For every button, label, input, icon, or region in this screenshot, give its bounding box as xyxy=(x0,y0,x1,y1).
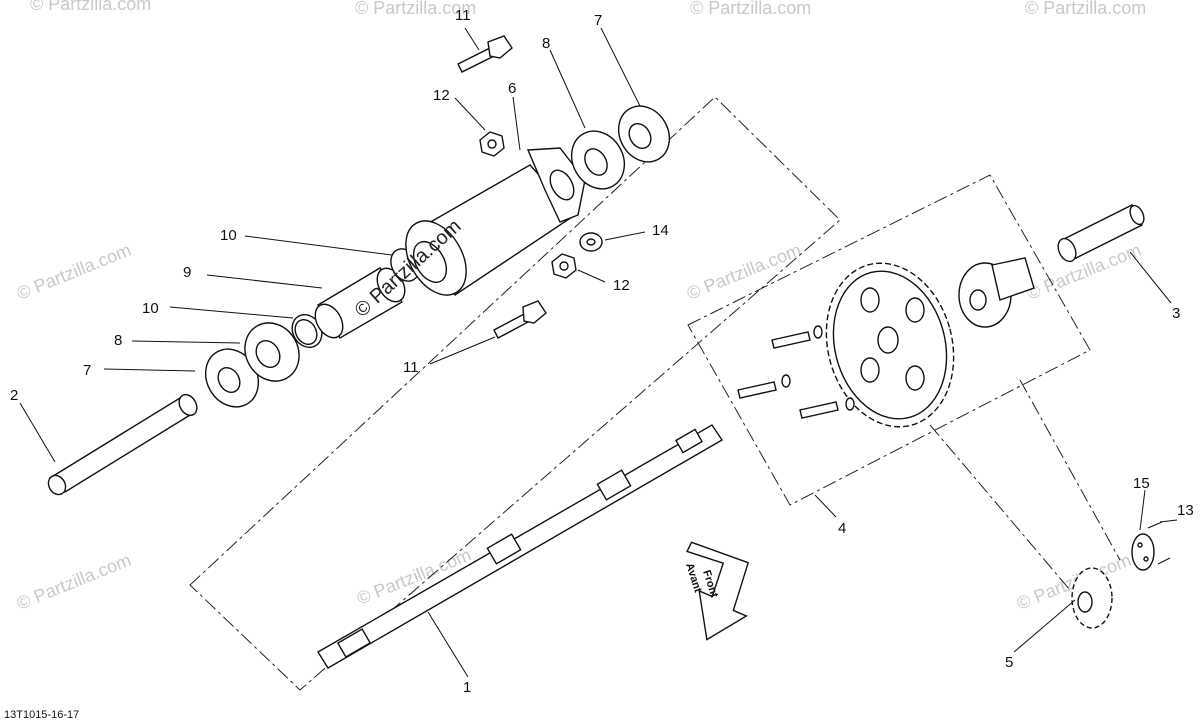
bearing-part-7-lower xyxy=(204,348,260,408)
callout-2: 2 xyxy=(10,387,18,404)
plate-part-15 xyxy=(1131,533,1155,571)
bolt-part-11-lower xyxy=(493,300,547,339)
sprocket-assembly-outline xyxy=(687,174,1091,506)
callout-7-upper: 7 xyxy=(594,12,602,29)
nut-part-12-lower xyxy=(551,253,577,279)
watermark: © Partzilla.com xyxy=(684,240,804,304)
housing-part-6 xyxy=(405,147,586,297)
watermark: © Partzilla.com xyxy=(14,240,134,304)
gear-bolts xyxy=(737,325,855,419)
callout-11-lower: 11 xyxy=(403,359,419,376)
avant-label: Avant xyxy=(683,562,704,595)
bearing-part-7-upper xyxy=(617,105,671,163)
diagram-reference-code: 13T1015-16-17 xyxy=(4,709,79,721)
assembly-outlines xyxy=(189,96,1121,691)
pin-part-3 xyxy=(1057,204,1145,263)
callout-1: 1 xyxy=(463,679,471,696)
callout-10-upper: 10 xyxy=(220,227,237,244)
callout-3: 3 xyxy=(1172,305,1180,322)
watermark: © Partzilla.com xyxy=(14,550,134,614)
callout-15: 15 xyxy=(1133,475,1150,492)
gear-part-4 xyxy=(825,262,955,428)
gear-to-sprocket-axis xyxy=(929,424,1071,591)
bolt-part-11-upper xyxy=(457,35,513,73)
watermark: © Partzilla.com xyxy=(1025,0,1146,18)
callout-11-upper: 11 xyxy=(455,7,471,24)
shaft-assembly-outline xyxy=(189,96,841,691)
shaft-part-1 xyxy=(317,424,723,669)
callout-12-upper: 12 xyxy=(433,87,450,104)
washer-part-14 xyxy=(579,232,603,252)
callout-8-lower: 8 xyxy=(114,332,122,349)
callout-5: 5 xyxy=(1005,654,1013,671)
gear-to-sprocket-axis xyxy=(1019,379,1121,561)
callout-7-lower: 7 xyxy=(83,362,91,379)
nut-part-12-upper xyxy=(479,131,505,157)
callout-8-upper: 8 xyxy=(542,35,550,52)
watermark: © Partzilla.com xyxy=(690,0,811,18)
screws-part-13 xyxy=(1147,521,1171,565)
callout-4: 4 xyxy=(838,520,846,537)
seal-part-8-upper xyxy=(570,130,626,190)
callout-6: 6 xyxy=(508,80,516,97)
callout-13: 13 xyxy=(1177,502,1194,519)
callout-9: 9 xyxy=(183,264,191,281)
hub xyxy=(958,257,1035,328)
sprocket-part-5 xyxy=(1071,567,1113,629)
watermark: © Partzilla.com xyxy=(355,0,476,18)
callout-14: 14 xyxy=(652,222,669,239)
pin-part-2 xyxy=(47,393,198,496)
front-direction-arrow: Front Avant xyxy=(683,541,750,641)
seal-part-8-lower xyxy=(244,322,300,382)
callout-12-lower: 12 xyxy=(613,277,630,294)
ring-part-10-lower xyxy=(291,313,323,349)
watermark: © Partzilla.com xyxy=(30,0,151,14)
callouts: 1 2 3 4 5 6 7 7 8 8 9 10 10 11 11 12 12 … xyxy=(10,7,1194,696)
leader-lines xyxy=(19,27,1178,678)
callout-10-lower: 10 xyxy=(142,300,159,317)
sleeve-part-9 xyxy=(314,267,406,339)
